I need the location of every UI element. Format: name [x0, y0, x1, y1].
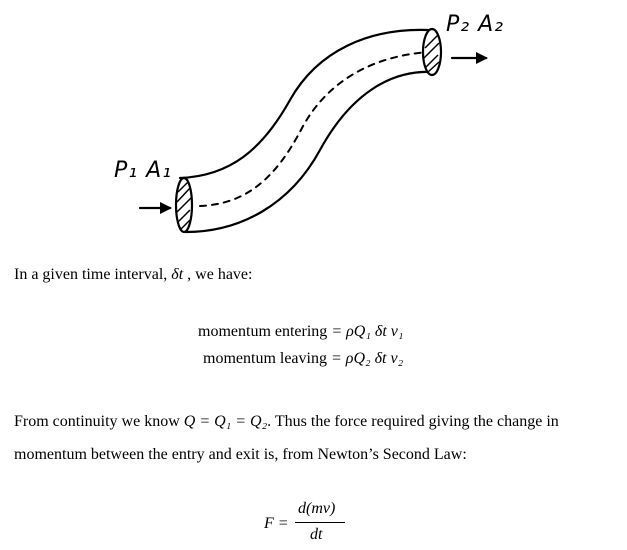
eq-entering-label: momentum entering — [198, 323, 328, 340]
pipe-centerline — [199, 51, 431, 207]
inlet-label: P₁ A₁ — [114, 158, 172, 183]
delta-t-symbol: δt — [171, 266, 184, 283]
continuity-line-1: From continuity we know Q = Q₁ = Q₂. Thu… — [14, 412, 559, 432]
equation-momentum-leaving: momentum leaving = ρQ₂ δt v₂ — [203, 350, 403, 368]
outlet-label: P₂ A₂ — [446, 12, 504, 37]
pipe-lower-wall — [184, 70, 434, 234]
continuity-suffix: . Thus the force required giving the cha… — [267, 413, 559, 430]
force-denominator: dt — [310, 526, 323, 543]
eq-leaving-rhs: = ρQ₂ δt v₂ — [330, 350, 404, 367]
force-lhs: F = — [264, 515, 289, 532]
pipe-drawing — [138, 27, 488, 234]
intro-suffix: , we have: — [183, 266, 253, 283]
eq-leaving-label: momentum leaving — [203, 350, 327, 367]
continuity-line-2: momentum between the entry and exit is, … — [14, 446, 467, 463]
force-numerator: d(mv) — [298, 500, 336, 517]
inlet-section — [174, 176, 194, 234]
pipe-figure: P₁ A₁ P₂ A₂ — [0, 0, 627, 250]
inlet-arrow — [138, 202, 172, 214]
fraction-bar — [295, 522, 345, 523]
continuity-math: Q = Q₁ = Q₂ — [183, 413, 268, 430]
intro-prefix: In a given time interval, — [14, 266, 172, 283]
eq-entering-rhs: = ρQ₁ δt v₁ — [331, 323, 404, 340]
equation-momentum-entering: momentum entering = ρQ₁ δt v₁ — [198, 323, 403, 341]
force-equation: F = d(mv) dt — [262, 500, 352, 548]
intro-line: In a given time interval, δt , we have: — [14, 265, 252, 285]
outlet-section — [421, 27, 443, 77]
continuity-prefix: From continuity we know — [14, 413, 184, 430]
pipe-upper-wall — [178, 28, 430, 180]
outlet-arrow — [450, 52, 488, 64]
